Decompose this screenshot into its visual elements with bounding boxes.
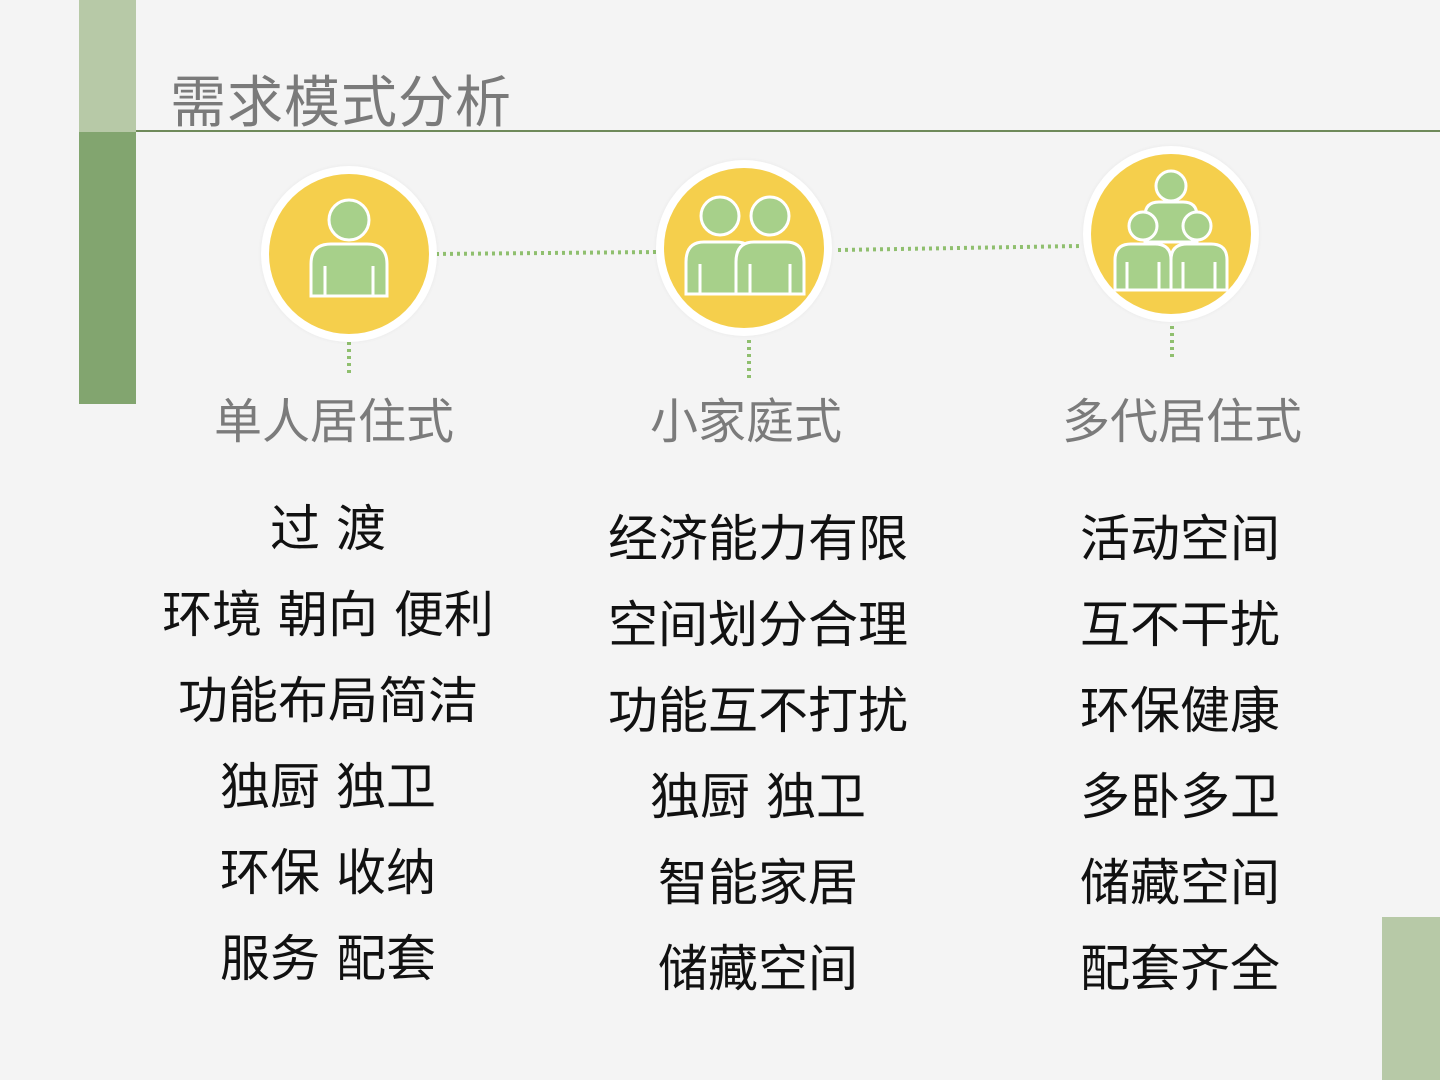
list-item: 环保健康	[1080, 682, 1280, 740]
list-item: 经济能力有限	[608, 510, 908, 568]
column-heading-multi-generation: 多代居住式	[1061, 394, 1302, 450]
list-item: 空间划分合理	[608, 596, 908, 654]
list-item: 活动空间	[1080, 510, 1280, 568]
list-item: 多卧多卫	[1080, 768, 1280, 826]
list-item: 互不干扰	[1080, 596, 1280, 654]
two-people-icon	[656, 160, 832, 336]
list-item: 环境 朝向 便利	[162, 586, 494, 644]
accent-bar-bottom-right	[1382, 917, 1440, 1080]
title-underline	[136, 130, 1440, 132]
list-item: 环保 收纳	[220, 844, 436, 902]
list-item: 功能布局简洁	[178, 672, 478, 730]
connector-2-3	[837, 244, 1081, 252]
list-item: 配套齐全	[1080, 940, 1280, 998]
list-item: 储藏空间	[1080, 854, 1280, 912]
list-item: 服务 配套	[220, 930, 436, 988]
page-title: 需求模式分析	[170, 71, 512, 136]
family-group-icon	[1083, 146, 1259, 322]
column-heading-single: 单人居住式	[213, 394, 454, 450]
single-person-icon	[261, 166, 437, 342]
connector-1-2	[435, 250, 657, 256]
list-item: 过 渡	[270, 500, 386, 558]
accent-bar-top	[79, 0, 136, 132]
list-item: 独厨 独卫	[220, 758, 436, 816]
column-list-small-family: 经济能力有限 空间划分合理 功能互不打扰 独厨 独卫 智能家居 储藏空间	[568, 496, 948, 1012]
column-heading-small-family: 小家庭式	[649, 394, 842, 450]
column-list-single: 过 渡 环境 朝向 便利 功能布局简洁 独厨 独卫 环保 收纳 服务 配套	[138, 486, 518, 1002]
list-item: 独厨 独卫	[650, 768, 866, 826]
list-item: 功能互不打扰	[608, 682, 908, 740]
accent-bar-middle	[79, 132, 136, 404]
list-item: 智能家居	[658, 854, 858, 912]
list-item: 储藏空间	[658, 940, 858, 998]
column-list-multi-generation: 活动空间 互不干扰 环保健康 多卧多卫 储藏空间 配套齐全	[990, 496, 1370, 1012]
